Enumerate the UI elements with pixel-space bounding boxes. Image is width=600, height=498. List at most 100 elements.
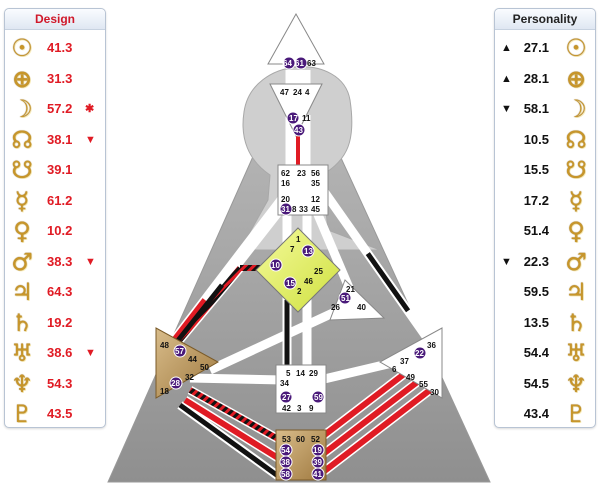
svg-text:30: 30 [430,388,439,397]
svg-text:53: 53 [282,435,291,444]
svg-text:60: 60 [296,435,305,444]
personality-row-sun: ☉27.1▲ [495,33,595,63]
mercury-icon: ☿ [14,186,30,215]
design-row-neptune: ♆ 54.3 [5,369,105,399]
venus-icon: ♀ [13,217,31,245]
uranus-icon: ♅ [11,339,33,367]
sun-icon: ☉ [565,34,587,62]
gate-line-value: 54.5 [523,375,549,391]
personality-row-moon: ☽58.1▼ [495,94,595,124]
design-title: Design [5,9,105,30]
exaltation-marker: ▼ [501,103,512,115]
exaltation-marker: ▼ [85,255,96,268]
gate-line-value: 19.2 [47,314,73,330]
gate-line-value: 54.3 [47,375,73,391]
design-row-mercury: ☿ 61.2 [5,186,105,216]
svg-text:2: 2 [297,287,302,296]
svg-text:9: 9 [309,404,314,413]
svg-text:47: 47 [280,88,289,97]
svg-text:40: 40 [357,303,366,312]
svg-text:44: 44 [188,355,197,364]
svg-text:25: 25 [314,267,323,276]
svg-text:51: 51 [341,294,350,303]
svg-text:63: 63 [307,59,316,68]
svg-text:39: 39 [313,458,322,467]
gate-line-value: 15.5 [523,162,549,177]
earth-icon: ⊕ [11,64,33,93]
gate-line-value: 41.3 [47,40,73,55]
personality-row-south-node: ☋ 15.5 [495,155,595,185]
svg-text:54: 54 [281,446,290,455]
gate-line-value: 43.4 [523,406,549,421]
earth-icon: ⊕ [565,64,587,93]
svg-text:38: 38 [281,458,290,467]
south-node-icon: ☋ [11,156,33,184]
svg-text:37: 37 [400,357,409,366]
gate-line-value: 38.1 [47,131,73,147]
svg-text:55: 55 [419,380,428,389]
personality-row-uranus: ♅54.4 [495,338,595,368]
svg-text:28: 28 [171,379,180,388]
gate-line-value: 61.2 [47,192,73,208]
gate-line-value: 64.3 [47,284,73,299]
gate-line-value: 38.6 [47,345,73,360]
head-center [267,12,325,65]
svg-text:49: 49 [406,373,415,382]
gate-line-value: 17.2 [523,192,549,208]
svg-text:59: 59 [314,393,323,402]
uranus-icon: ♅ [565,339,587,367]
svg-text:27: 27 [282,393,291,402]
south-node-icon: ☋ [565,156,587,184]
gate-line-value: 57.2 [47,101,73,116]
personality-row-earth: ⊕28.1▲ [495,64,595,94]
design-row-north-node: ☊38.1▼ [5,125,105,155]
gate-line-value: 43.5 [47,406,73,421]
personality-row-mars: ♂22.3▼ [495,247,595,277]
svg-text:62: 62 [281,169,290,178]
jupiter-icon: ♃ [11,278,33,306]
jupiter-icon: ♃ [565,278,587,306]
svg-text:19: 19 [313,446,322,455]
design-row-pluto: ♇ 43.5 [5,399,105,429]
design-panel: Design ☉41.3⊕31.3☽57.2✱☊38.1▼☋39.1☿61.2♀… [4,8,106,428]
svg-text:31: 31 [281,205,290,214]
personality-row-neptune: ♆54.5 [495,369,595,399]
svg-text:64: 64 [283,59,292,68]
gate-line-value: 31.3 [47,70,73,86]
svg-text:21: 21 [346,285,355,294]
svg-text:43: 43 [294,126,303,135]
personality-row-jupiter: ♃ 59.5 [495,277,595,307]
svg-text:57: 57 [175,347,184,356]
svg-text:6: 6 [392,365,397,374]
gate-line-value: 59.5 [523,284,549,299]
personality-row-north-node: ☊10.5 [495,125,595,155]
svg-text:8: 8 [292,205,297,214]
svg-text:22: 22 [415,349,424,358]
personality-row-saturn: ♄13.5 [495,308,595,338]
gate-line-value: 58.1 [523,101,549,116]
gate-line-value: 13.5 [523,314,549,330]
personality-title: Personality [495,9,595,30]
svg-text:10: 10 [271,261,280,270]
design-row-earth: ⊕ 31.3 [5,64,105,94]
gate-line-value: 39.1 [47,162,73,177]
svg-text:4: 4 [305,88,310,97]
gate-line-value: 10.2 [47,223,73,238]
svg-text:50: 50 [200,363,209,372]
svg-text:29: 29 [309,369,318,378]
sun-icon: ☉ [11,34,33,62]
personality-row-pluto: ♇43.4 [495,399,595,429]
svg-text:18: 18 [160,387,169,396]
svg-text:45: 45 [311,205,320,214]
gate-line-value: 22.3 [523,253,549,269]
pluto-icon: ♇ [11,400,33,428]
svg-text:20: 20 [281,195,290,204]
svg-text:23: 23 [297,169,306,178]
svg-text:14: 14 [296,369,305,378]
channels [161,70,434,480]
mars-icon: ♂ [11,247,33,276]
design-row-saturn: ♄19.2 [5,308,105,338]
svg-text:32: 32 [185,373,194,382]
neptune-icon: ♆ [11,369,33,398]
gate-line-value: 38.3 [47,253,73,269]
